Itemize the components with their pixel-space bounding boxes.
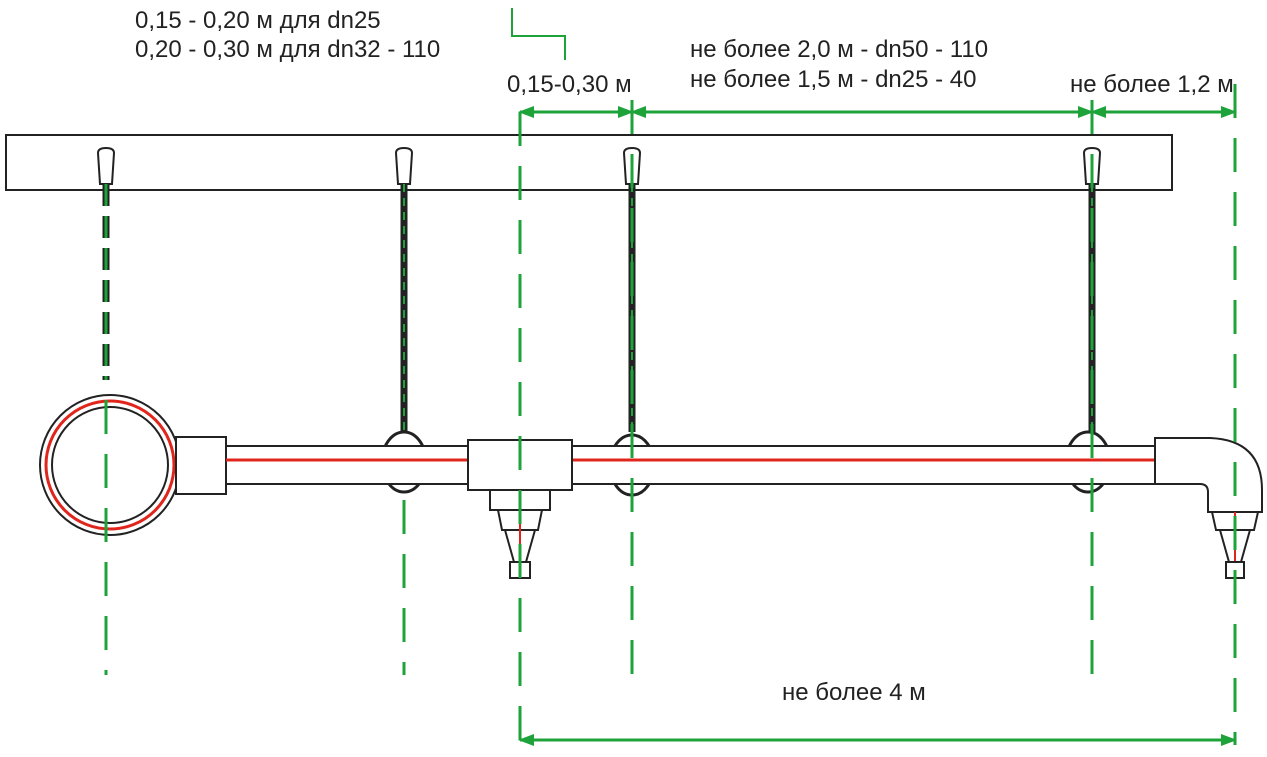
hanger-1 [96,146,116,380]
sprinkler-offset-label-1: 0,15 - 0,20 м для dn25 [135,7,381,34]
branch-pipe [175,436,1161,495]
ceiling-beam [5,134,1173,191]
offset-marker [511,8,566,60]
hanger-2 [380,146,428,494]
axis-lines [104,84,1237,745]
span-label-1: не более 2,0 м - dn50 - 110 [690,36,988,63]
span-label-2: не более 1,5 м - dn25 - 40 [690,66,976,93]
tee-offset-label: 0,15-0,30 м [507,71,632,98]
end-span-label: не более 1,2 м [1070,71,1234,98]
hanger-4 [1064,146,1112,494]
sprinkler-offset-label-2: 0,20 - 0,30 м для dn32 - 110 [135,36,440,63]
dimension-lines [518,106,1237,746]
elbow-fitting [1154,437,1263,513]
main-pipe-section [39,394,181,536]
total-length-label: не более 4 м [782,679,926,706]
